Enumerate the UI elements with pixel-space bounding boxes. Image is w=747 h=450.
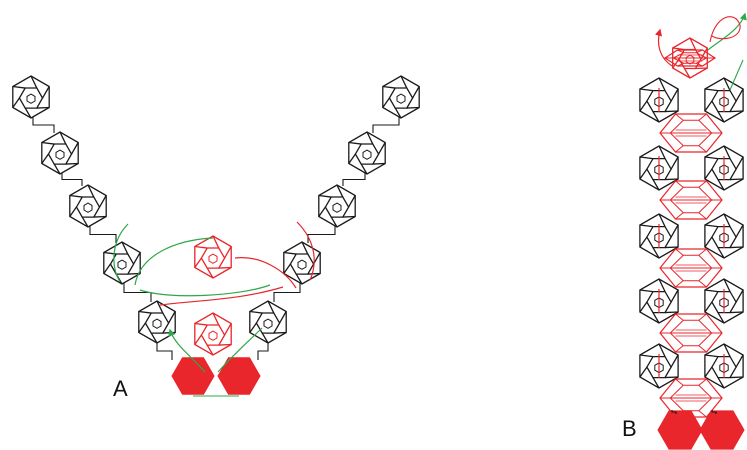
- anchor-a-left: [172, 358, 214, 394]
- cage-a-right-2: [349, 132, 385, 174]
- linker-a-left-2: [62, 173, 82, 186]
- linker-a-right-1: [373, 117, 399, 133]
- linker-a-right-3: [308, 226, 335, 243]
- cage-a-right-5: [250, 301, 286, 343]
- undefined: [235, 258, 296, 288]
- panel-label-a: A: [113, 376, 128, 401]
- bridge-b-1: [660, 114, 722, 152]
- bridge-b-3: [660, 249, 722, 287]
- cage-a-right-3: [319, 185, 355, 227]
- panel-label-b: B: [622, 416, 637, 441]
- undefined: [135, 238, 213, 285]
- anchor-a-right: [218, 358, 260, 394]
- bridge-b-4: [660, 314, 722, 352]
- linker-a-left-3: [90, 226, 116, 243]
- cage-a-left-4: [104, 242, 140, 284]
- cage-a-left-5: [139, 301, 175, 343]
- panel-a: [13, 76, 419, 396]
- cage-a-right-1: [383, 76, 419, 118]
- cage-a-left-3: [70, 185, 106, 227]
- cage-a-highlight-bottom: [195, 313, 231, 355]
- loop-b-red: [710, 17, 740, 42]
- linker-a-left-1: [33, 117, 54, 133]
- linker-a-left-anchor: [157, 342, 172, 360]
- cage-a-left-1: [13, 76, 49, 118]
- linker-a-right-4: [274, 283, 300, 302]
- undefined: [114, 224, 128, 282]
- panel-b: [640, 14, 745, 449]
- cage-a-highlight-top: [195, 236, 231, 278]
- bridge-b-2: [660, 181, 722, 219]
- cage-a-left-2: [42, 132, 78, 174]
- linker-a-right-anchor: [258, 342, 268, 360]
- linker-a-right-2: [343, 173, 365, 186]
